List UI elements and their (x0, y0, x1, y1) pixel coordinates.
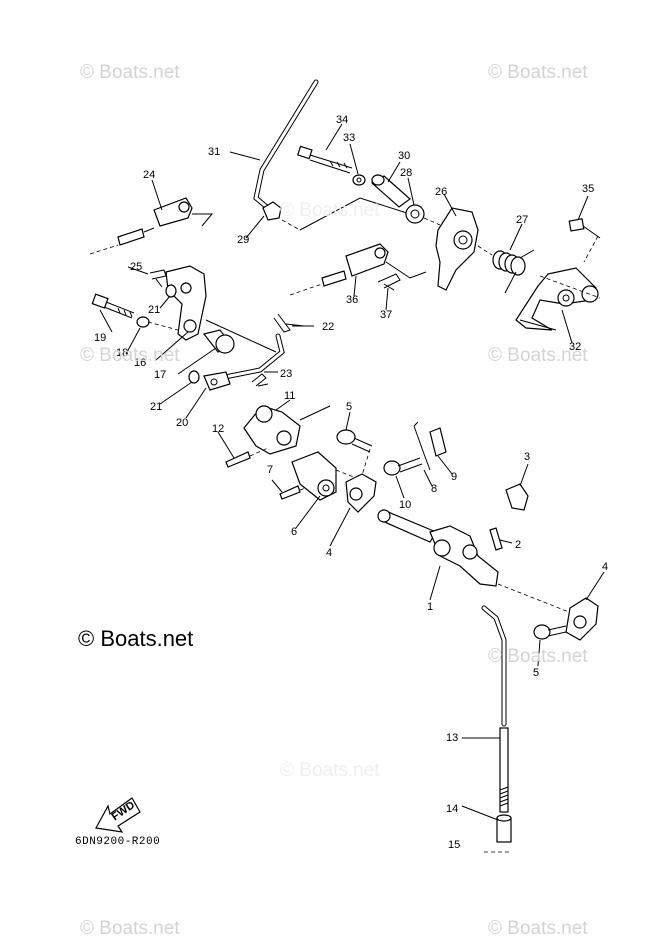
watermark: © Boats.net (280, 760, 380, 781)
watermark: © Boats.net (80, 345, 180, 366)
callout-12[interactable]: 12 (212, 423, 224, 435)
bushing-28[interactable] (405, 204, 425, 224)
callout-5-lower[interactable]: 5 (533, 667, 539, 679)
callout-17[interactable]: 17 (154, 369, 166, 381)
shift-cable-36[interactable] (289, 243, 389, 296)
callout-23[interactable]: 23 (280, 368, 292, 380)
fwd-arrow-icon: FWD (95, 797, 141, 833)
callout-37[interactable]: 37 (380, 309, 392, 321)
bolt-34[interactable] (296, 145, 353, 174)
nut-14[interactable] (496, 814, 512, 843)
brand-text: © Boats.net (78, 626, 194, 651)
watermark: © Boats.net (488, 345, 588, 366)
callout-22[interactable]: 22 (322, 321, 334, 333)
shift-cable-24[interactable] (89, 197, 193, 255)
callout-6[interactable]: 6 (291, 526, 297, 538)
callout-31[interactable]: 31 (208, 146, 220, 158)
washer-21-lower[interactable] (188, 370, 200, 384)
callout-15[interactable]: 15 (448, 839, 460, 851)
clip-37[interactable] (377, 273, 401, 291)
callout-13[interactable]: 13 (446, 732, 458, 744)
callout-2[interactable]: 2 (515, 539, 521, 551)
callout-19[interactable]: 19 (94, 332, 106, 344)
callout-33[interactable]: 33 (343, 132, 355, 144)
clip-29[interactable] (262, 201, 282, 221)
callout-34[interactable]: 34 (336, 114, 348, 126)
callout-3[interactable]: 3 (524, 451, 530, 463)
clip-8[interactable] (413, 421, 431, 471)
callout-4-right[interactable]: 4 (602, 561, 608, 573)
leader-lines (99, 123, 605, 821)
clip-3[interactable] (505, 483, 529, 511)
callout-26[interactable]: 26 (435, 186, 447, 198)
callout-4-left[interactable]: 4 (326, 547, 332, 559)
callout-27[interactable]: 27 (516, 214, 528, 226)
spring-27[interactable] (492, 249, 535, 294)
callout-28[interactable]: 28 (400, 167, 412, 179)
washer-33[interactable] (352, 174, 366, 186)
watermark: © Boats.net (80, 634, 180, 655)
washer-18[interactable] (136, 316, 150, 328)
callout-18[interactable]: 18 (116, 347, 128, 359)
collar-30[interactable] (370, 174, 411, 208)
callout-5-upper[interactable]: 5 (346, 401, 352, 413)
shift-link-20[interactable] (203, 333, 285, 391)
pin-2[interactable] (489, 527, 503, 551)
watermark: © Boats.net (488, 62, 588, 83)
shift-cam-6[interactable] (291, 451, 337, 501)
callout-20[interactable]: 20 (176, 417, 188, 429)
watermark: © Boats.net (488, 646, 588, 667)
bolt-19[interactable] (91, 293, 135, 319)
shift-lever-26[interactable] (435, 207, 479, 291)
bolt-10[interactable] (383, 457, 423, 476)
callout-24[interactable]: 24 (143, 169, 155, 181)
link-lever-16[interactable] (165, 265, 207, 341)
callout-29[interactable]: 29 (237, 234, 249, 246)
collar-17[interactable] (202, 329, 235, 354)
collar-4-right[interactable] (565, 597, 599, 641)
callout-35[interactable]: 35 (582, 183, 594, 195)
diagram-code: 6DN9200-R200 (75, 836, 161, 848)
callout-11[interactable]: 11 (284, 390, 295, 402)
bracket-11[interactable] (243, 405, 301, 455)
callout-21-upper[interactable]: 21 (148, 304, 160, 316)
callout-36[interactable]: 36 (346, 294, 358, 306)
clip-23[interactable] (251, 373, 269, 387)
pin-7[interactable] (279, 485, 301, 500)
plate-9[interactable] (429, 427, 447, 457)
callout-32[interactable]: 32 (569, 341, 581, 353)
shift-rod-upper[interactable] (253, 79, 319, 211)
callout-7[interactable]: 7 (267, 464, 273, 476)
callout-16[interactable]: 16 (134, 357, 146, 369)
callout-1[interactable]: 1 (427, 601, 433, 613)
washer-21-upper[interactable] (165, 284, 177, 298)
watermark: © Boats.net (488, 918, 588, 939)
bolt-35[interactable] (568, 218, 601, 239)
shift-rod-1[interactable] (377, 509, 499, 587)
callout-25[interactable]: 25 (130, 261, 142, 273)
watermark: © Boats.net (280, 200, 380, 221)
shift-rod-13[interactable] (481, 605, 509, 813)
callout-14[interactable]: 14 (446, 803, 458, 815)
bolt-5-upper[interactable] (336, 429, 373, 453)
watermark: © Boats.net (80, 918, 180, 939)
collar-4-left[interactable] (345, 473, 377, 513)
clip-25[interactable] (149, 269, 167, 288)
callout-10[interactable]: 10 (399, 499, 411, 511)
callout-9[interactable]: 9 (451, 471, 457, 483)
callout-30[interactable]: 30 (398, 150, 410, 162)
clip-22[interactable] (273, 313, 305, 333)
callout-21-lower[interactable]: 21 (150, 401, 162, 413)
watermark: © Boats.net (80, 62, 180, 83)
callout-8[interactable]: 8 (431, 483, 437, 495)
pin-12[interactable] (225, 451, 251, 468)
bracket-32[interactable] (515, 267, 599, 331)
callout-labels: 1 2 3 4 4 5 5 6 7 8 9 10 11 12 13 14 15 … (94, 114, 608, 851)
bolt-5-lower[interactable] (533, 624, 567, 640)
